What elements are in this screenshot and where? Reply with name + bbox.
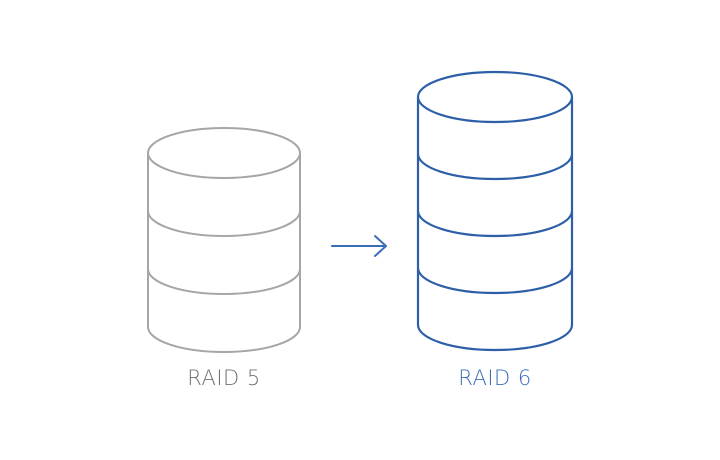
raid5-cylinder-top — [147, 127, 301, 179]
raid6-label: RAID 6 — [458, 366, 532, 390]
raid6-disk-separator — [416, 210, 574, 238]
raid6-disk-separator — [416, 267, 574, 295]
raid6-cylinder-top — [416, 70, 574, 124]
raid5-label: RAID 5 — [187, 366, 261, 390]
raid5-disk-separator — [147, 210, 301, 237]
raid6-database-icon — [416, 70, 574, 352]
arrow-right-icon — [331, 235, 387, 257]
raid5-disk-separator — [147, 268, 301, 295]
raid5-cylinder-body — [147, 153, 301, 353]
raid6-disk-separator — [416, 153, 574, 181]
raid6-cylinder-body — [416, 97, 574, 352]
raid5-database-icon — [147, 127, 301, 353]
